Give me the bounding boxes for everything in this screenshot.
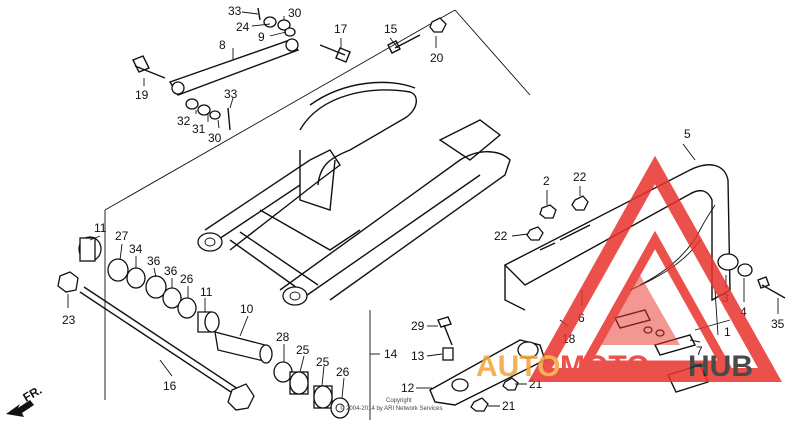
swingarm	[104, 9, 531, 420]
part-label: 4	[740, 305, 747, 319]
part-label: 14	[384, 347, 398, 361]
part-label: 7	[696, 344, 703, 358]
part-label: 27	[115, 229, 129, 243]
shock-link-rod	[132, 7, 447, 131]
part-label: 10	[240, 302, 254, 316]
part-label: 32	[177, 114, 191, 128]
part-label: 30	[288, 6, 302, 20]
part-label: 5	[684, 127, 691, 141]
part-label: 22	[494, 229, 508, 243]
part-label: 12	[401, 381, 415, 395]
front-direction-arrow	[6, 400, 34, 417]
chain-case	[503, 164, 786, 311]
logo-text-moto: MOTO	[560, 350, 649, 383]
part-label: 15	[384, 22, 398, 36]
part-label: 28	[276, 330, 290, 344]
part-label: 30	[208, 131, 222, 145]
logo-text-hub: HUB	[688, 350, 753, 383]
part-label: 26	[180, 272, 194, 286]
copyright-line-2: © 2004-2014 by ARI Network Services	[340, 405, 442, 412]
part-label: 1	[724, 325, 731, 339]
part-label: 22	[573, 170, 587, 184]
part-label: 24	[236, 20, 250, 34]
copyright-line-1: Copyright	[386, 398, 412, 404]
part-label: 31	[192, 122, 206, 136]
part-label: 9	[258, 30, 265, 44]
part-label: 33	[228, 4, 242, 18]
part-label: 29	[411, 319, 425, 333]
part-label: 20	[430, 51, 444, 65]
part-label: 17	[334, 22, 348, 36]
part-label: 25	[296, 343, 310, 357]
leader-lines	[67, 11, 779, 407]
part-label: 35	[771, 317, 785, 331]
part-label: 25	[316, 355, 330, 369]
part-label: 36	[147, 254, 161, 268]
part-label: 34	[129, 242, 143, 256]
direction-label: FR.	[21, 383, 45, 405]
logo-text-auto: AUTO	[476, 350, 560, 383]
part-label: 11	[200, 285, 213, 299]
part-labels: 33 30 24 9 8 17 15 20 19 33 32 31 30 5 2…	[62, 4, 785, 413]
part-label: 21	[502, 399, 516, 413]
part-label: 23	[62, 313, 76, 327]
automotohub-logo: AUTO MOTO HUB	[476, 155, 782, 383]
part-label: 26	[336, 365, 350, 379]
part-label: 6	[578, 311, 585, 325]
part-label: 19	[135, 88, 149, 102]
part-label: 8	[219, 38, 226, 52]
part-label: 36	[164, 264, 178, 278]
part-label: 2	[543, 174, 550, 188]
part-label: 13	[411, 349, 425, 363]
part-label: 11	[94, 221, 107, 235]
part-label: 33	[224, 87, 238, 101]
pivot-parts	[57, 236, 350, 419]
part-label: 16	[163, 379, 177, 393]
